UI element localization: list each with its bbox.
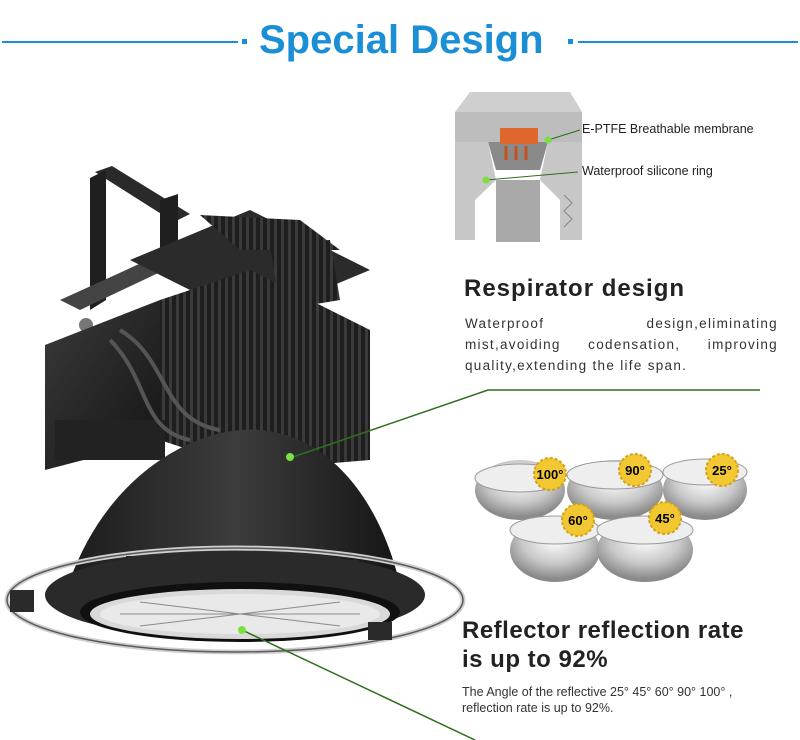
callout-silicone-ring: Waterproof silicone ring — [582, 164, 713, 178]
reflector-cups — [474, 458, 748, 582]
heat-sink-body — [45, 210, 370, 470]
angle-badges: 100° 90° 25° 60° 45° — [533, 453, 739, 537]
angle-label-100: 100° — [537, 467, 564, 482]
angle-badge-100 — [533, 457, 567, 491]
title-rule-left-end — [242, 39, 247, 44]
reflector-description: The Angle of the reflective 25° 45° 60° … — [462, 685, 733, 715]
reflector-heading: Reflector reflection rate is up to 92% — [462, 617, 744, 673]
title-rule-right-end — [568, 39, 573, 44]
respirator-point — [286, 453, 294, 461]
angle-badge-90 — [618, 453, 652, 487]
title-rule-left — [2, 41, 238, 43]
angle-badge-60 — [561, 503, 595, 537]
angle-badge-25 — [705, 453, 739, 487]
reflector-leader-line — [241, 629, 476, 740]
respirator-description: Waterproof design,eliminating mist,avoid… — [465, 316, 778, 373]
angle-label-25: 25° — [712, 463, 732, 478]
reflector-point — [238, 626, 246, 634]
angle-label-60: 60° — [568, 513, 588, 528]
respirator-leader-line — [289, 389, 760, 459]
respirator-heading: Respirator design — [464, 275, 686, 302]
angle-label-45: 45° — [655, 511, 675, 526]
respirator-cross-section — [455, 92, 582, 242]
angle-badge-45 — [648, 501, 682, 535]
callout-membrane: E-PTFE Breathable membrane — [582, 122, 754, 136]
section-title: Special Design — [0, 8, 800, 62]
title-rule-right — [578, 41, 798, 43]
lamp-shade — [4, 429, 466, 655]
page-title: Special Design — [259, 18, 544, 62]
angle-label-90: 90° — [625, 463, 645, 478]
